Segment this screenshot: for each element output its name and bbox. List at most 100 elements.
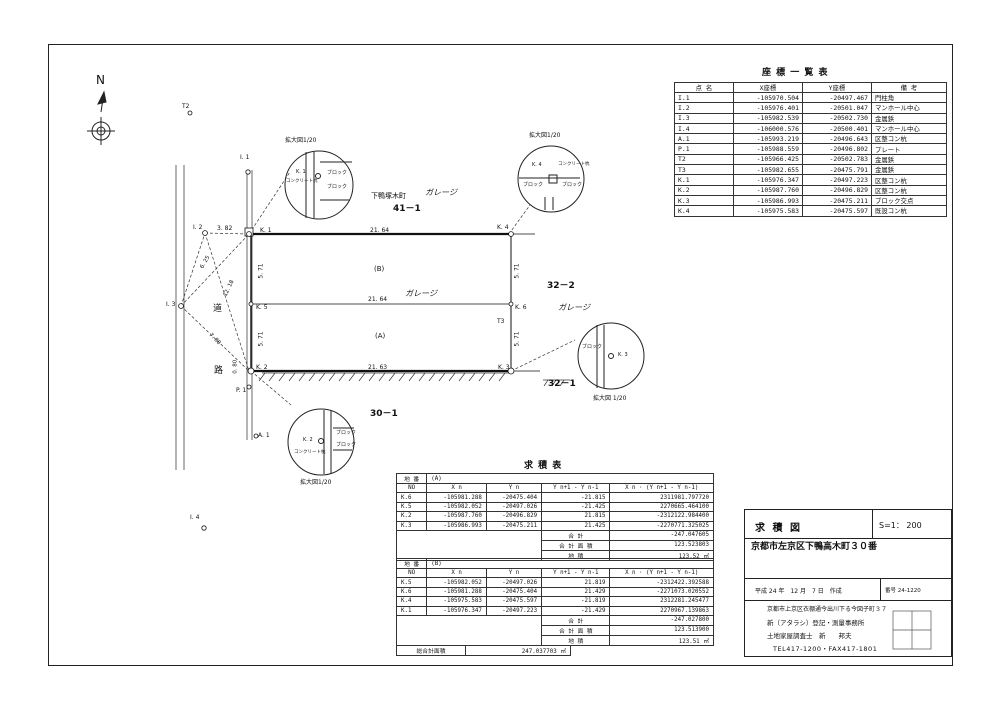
point-p1: P. 1: [236, 387, 247, 394]
detail4-block: ブロック: [336, 430, 357, 436]
coord-table-cell: 金属鋲: [871, 164, 947, 176]
area-a-cell: -20475.211: [485, 520, 543, 531]
area-a-cell: -2270771.325025: [609, 520, 714, 531]
lot-30-1: 30－1: [370, 409, 398, 419]
coord-table-cell: A.1: [674, 133, 734, 145]
coord-table-title: 座 標 一 覧 表: [762, 68, 829, 78]
detail1-block-2: ブロック: [327, 184, 348, 190]
area-b-cell: -20475.404: [485, 586, 543, 598]
coord-table-cell: I.1: [674, 91, 734, 104]
detail2-block: ブロック: [523, 182, 544, 188]
coord-table-cell: 金属鋲: [871, 153, 947, 166]
area-b-area: 123.51: [678, 638, 700, 645]
survey-points: [178, 110, 515, 531]
area-b-cell: 21.819: [541, 577, 611, 588]
detail4-concrete: コンクリート杭: [294, 450, 326, 455]
coord-table-cell: -20497.223: [802, 174, 872, 186]
area-b-cell: 2312281.245477: [609, 596, 714, 607]
north-label: N: [96, 73, 105, 87]
coord-head: X座標: [733, 82, 803, 93]
area-b-sum-label: 合 計: [541, 614, 611, 626]
area-b-lot-value: (B): [426, 558, 714, 569]
coord-table-cell: P.1: [674, 143, 734, 155]
coord-table-cell: -105982.539: [733, 112, 803, 124]
coord-table-cell: -105982.655: [733, 164, 803, 176]
coord-table-cell: -20496.802: [802, 143, 872, 155]
dist-left-2: 5. 71: [257, 331, 265, 347]
area-a-cell: K.5: [395, 501, 428, 513]
point-i2: I. 2: [193, 224, 203, 231]
drawing-frame: [48, 44, 953, 666]
area-a-head: Y n+1 - Y n-1: [541, 482, 611, 494]
detail4-block-2: ブロック: [336, 442, 357, 448]
coord-table-cell: 区整コン杭: [871, 184, 947, 196]
coord-table-cell: T2: [674, 153, 734, 166]
coord-table-cell: -20475.211: [802, 194, 872, 207]
detail1-block: ブロック: [327, 170, 348, 176]
coord-table-cell: -20502.730: [802, 112, 872, 124]
coord-table-cell: ブロック交点: [871, 194, 947, 207]
coord-table-cell: 既設コン杭: [871, 205, 947, 217]
coord-table-cell: -20475.597: [802, 205, 872, 217]
coord-head: 備 考: [871, 82, 947, 93]
coord-table-cell: -105970.504: [733, 91, 803, 104]
area-b-twice: 123.513900: [609, 624, 714, 636]
area-b-cell: -20497.026: [485, 577, 543, 588]
drawing-title: 求 積 図: [755, 523, 802, 534]
coord-table-cell: -20475.791: [802, 164, 872, 176]
neighbor-name: 下鴨塚木町: [371, 192, 406, 200]
point-k3: K. 3: [498, 364, 510, 371]
parcel-lines: [250, 232, 540, 373]
total-value: 247.037703: [521, 649, 557, 655]
surveyor-name: 土地家屋調査士 新 邦夫: [767, 632, 852, 640]
coord-table-cell: I.4: [674, 122, 734, 135]
detail3-block: ブロック: [582, 344, 603, 350]
area-b-head: Y n+1 - Y n-1: [541, 567, 611, 579]
area-a-cell: -21.425: [541, 501, 611, 513]
area-a-cell: 21.815: [541, 511, 611, 522]
title-block: 求 積 図 S=1： 200 京都市左京区下鴨高木町３０番 平成 24 年 12…: [744, 509, 952, 657]
area-b-head: NO: [395, 567, 428, 579]
detail2-block-2: ブロック: [562, 182, 583, 188]
area-a-cell: K.6: [395, 492, 428, 503]
garage-right: ガレージ: [558, 303, 590, 312]
area-a-head: X n · (Y n+1 - Y n-1): [609, 482, 714, 494]
area-b-unit: ㎡: [703, 638, 709, 645]
area-a-sum: -247.047605: [609, 529, 714, 541]
coord-table-cell: -105986.993: [733, 194, 803, 207]
point-k6: K. 6: [515, 304, 527, 311]
area-table-title: 求 積 表: [524, 461, 563, 471]
detail3-k3: K. 3: [618, 352, 628, 358]
coord-table-cell: 区整コン杭: [871, 174, 947, 186]
garage-mid: ガレージ: [405, 289, 437, 298]
area-a-cell: -105982.052: [426, 501, 487, 513]
point-k1: K. 1: [260, 227, 272, 234]
dist-i2: 3. 82: [217, 225, 233, 232]
coord-table-cell: 金属鋲: [871, 112, 947, 124]
area-a-cell: -20475.404: [485, 492, 543, 503]
area-b-twice-label: 合 計 面 積: [541, 624, 611, 636]
total-unit: ㎡: [560, 649, 566, 655]
garage-top: ガレージ: [425, 188, 457, 197]
coord-table-cell: マンホール中心: [871, 102, 947, 114]
area-b-cell: K.1: [395, 605, 428, 616]
area-b-cell: 21.429: [541, 586, 611, 598]
point-k4: K. 4: [497, 224, 509, 231]
dist-bottom: 21. 63: [368, 364, 388, 371]
enlarge-label-4: 拡大図1/20: [300, 479, 332, 486]
dist-top: 21. 64: [370, 227, 390, 234]
point-t3: T3: [497, 318, 505, 325]
area-b-cell: -105975.583: [426, 596, 487, 607]
area-a-cell: 2270665.464100: [609, 501, 714, 513]
